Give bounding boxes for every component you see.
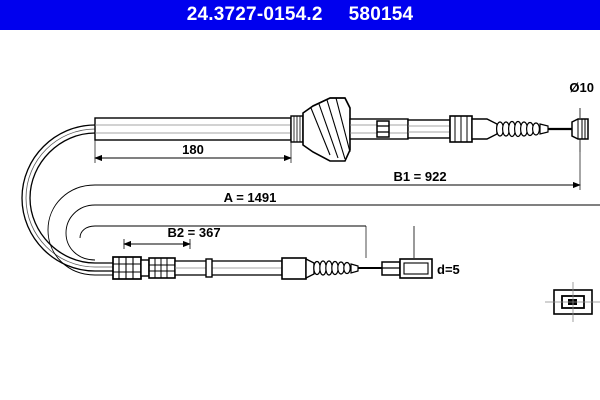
upper-hex-clamp [449,115,473,143]
lower-left-hex [112,256,142,280]
dimension-180: 180 [94,140,292,163]
lower-end-clip [381,258,433,279]
upper-left-ferrule [290,115,304,143]
upper-sheath-tube [94,117,292,141]
cable-inner-core [25,128,300,268]
upper-thick-tube [407,119,451,139]
upper-right-tube [349,118,409,140]
lower-sheath-tube [174,258,283,278]
technical-drawing: 180 B1 = 922 A = 1491 B2 = 367 [0,30,600,400]
upper-end-fitting [571,118,589,140]
upper-cable-assembly [94,97,589,162]
detail-clip-bracket [545,282,600,322]
part-number: 24.3727-0154.2 [186,4,323,25]
dimension-a: A = 1491 [65,190,600,261]
cable-outer-loop [21,124,300,272]
rubber-grommet [302,97,351,162]
lower-second-hex [148,257,176,279]
lower-bellows [313,260,359,276]
reference-number: 580154 [348,4,414,25]
lower-mid-block [281,257,315,280]
dimension-b2-label: B2 = 367 [167,225,220,240]
upper-bellows [496,120,549,138]
dimension-b2: B2 = 367 [79,225,367,258]
header-banner: 24.3727-0154.2 580154 [0,0,600,30]
upper-taper [471,118,498,140]
diameter-d10-label: Ø10 [569,80,594,95]
drawing-svg: 180 B1 = 922 A = 1491 B2 = 367 [21,80,600,322]
dimension-b1: B1 = 922 [47,152,581,276]
dimension-a-label: A = 1491 [224,190,277,205]
lower-cable-assembly [112,226,433,280]
lower-collar [140,259,150,277]
diameter-d5-label: d=5 [437,262,460,277]
dimension-180-label: 180 [182,142,204,157]
dimension-b1-label: B1 = 922 [393,169,446,184]
